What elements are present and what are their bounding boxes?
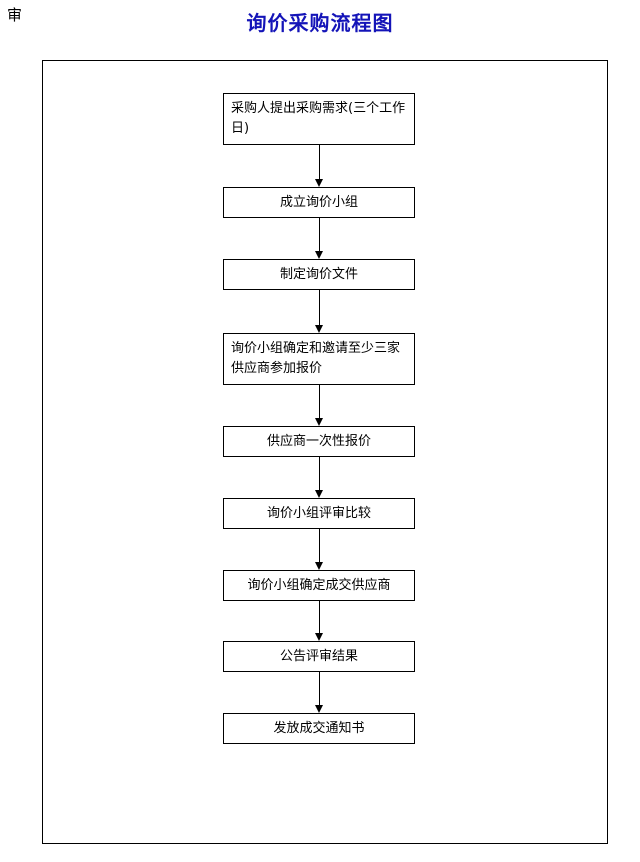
connector-stem bbox=[319, 672, 321, 705]
connector-stem bbox=[319, 145, 321, 179]
flow-node-7-label: 询价小组确定成交供应商 bbox=[247, 577, 391, 593]
flow-node-3-label: 制定询价文件 bbox=[279, 266, 358, 282]
flow-node-1[interactable]: 采购人提出采购需求(三个工作日) bbox=[223, 93, 415, 145]
arrowhead-down-icon bbox=[315, 633, 323, 641]
flow-node-5-label: 供应商一次性报价 bbox=[266, 433, 371, 449]
flow-node-7[interactable]: 询价小组确定成交供应商 bbox=[223, 570, 415, 601]
flow-node-8-label: 公告评审结果 bbox=[279, 648, 358, 664]
connector-stem bbox=[319, 218, 321, 251]
flow-node-5[interactable]: 供应商一次性报价 bbox=[223, 426, 415, 457]
connector-stem bbox=[319, 457, 321, 490]
connector-1-to-2 bbox=[315, 145, 324, 187]
connector-2-to-3 bbox=[315, 218, 324, 259]
connector-3-to-4 bbox=[315, 290, 324, 333]
connector-8-to-9 bbox=[315, 672, 324, 713]
connector-4-to-5 bbox=[315, 385, 324, 426]
connector-stem bbox=[319, 385, 321, 418]
arrowhead-down-icon bbox=[315, 418, 323, 426]
arrowhead-down-icon bbox=[315, 325, 323, 333]
connector-stem bbox=[319, 290, 321, 325]
flow-node-9[interactable]: 发放成交通知书 bbox=[223, 713, 415, 744]
flow-node-6-label: 询价小组评审比较 bbox=[266, 505, 371, 521]
diagram-outer-frame: 采购人提出采购需求(三个工作日) 成立询价小组 制定询价文件 询价小组确定和邀请… bbox=[42, 60, 608, 844]
flowchart-canvas: 采购人提出采购需求(三个工作日) 成立询价小组 制定询价文件 询价小组确定和邀请… bbox=[43, 61, 609, 845]
flow-node-6[interactable]: 询价小组评审比较 bbox=[223, 498, 415, 529]
margin-annotation-character: 审 bbox=[7, 6, 23, 24]
flow-node-9-label: 发放成交通知书 bbox=[273, 720, 365, 736]
arrowhead-down-icon bbox=[315, 490, 323, 498]
flow-node-4[interactable]: 询价小组确定和邀请至少三家供应商参加报价 bbox=[223, 333, 415, 385]
connector-stem bbox=[319, 529, 321, 562]
arrowhead-down-icon bbox=[315, 562, 323, 570]
flow-node-2[interactable]: 成立询价小组 bbox=[223, 187, 415, 218]
arrowhead-down-icon bbox=[315, 251, 323, 259]
connector-stem bbox=[319, 601, 321, 633]
flow-node-8[interactable]: 公告评审结果 bbox=[223, 641, 415, 672]
arrowhead-down-icon bbox=[315, 179, 323, 187]
flow-node-2-label: 成立询价小组 bbox=[279, 194, 358, 210]
flow-node-1-label: 采购人提出采购需求(三个工作日) bbox=[231, 101, 406, 136]
flow-node-3[interactable]: 制定询价文件 bbox=[223, 259, 415, 290]
page-title: 询价采购流程图 bbox=[246, 11, 394, 35]
arrowhead-down-icon bbox=[315, 705, 323, 713]
connector-7-to-8 bbox=[315, 601, 324, 641]
connector-5-to-6 bbox=[315, 457, 324, 498]
connector-6-to-7 bbox=[315, 529, 324, 570]
flow-node-4-label: 询价小组确定和邀请至少三家供应商参加报价 bbox=[231, 341, 401, 376]
